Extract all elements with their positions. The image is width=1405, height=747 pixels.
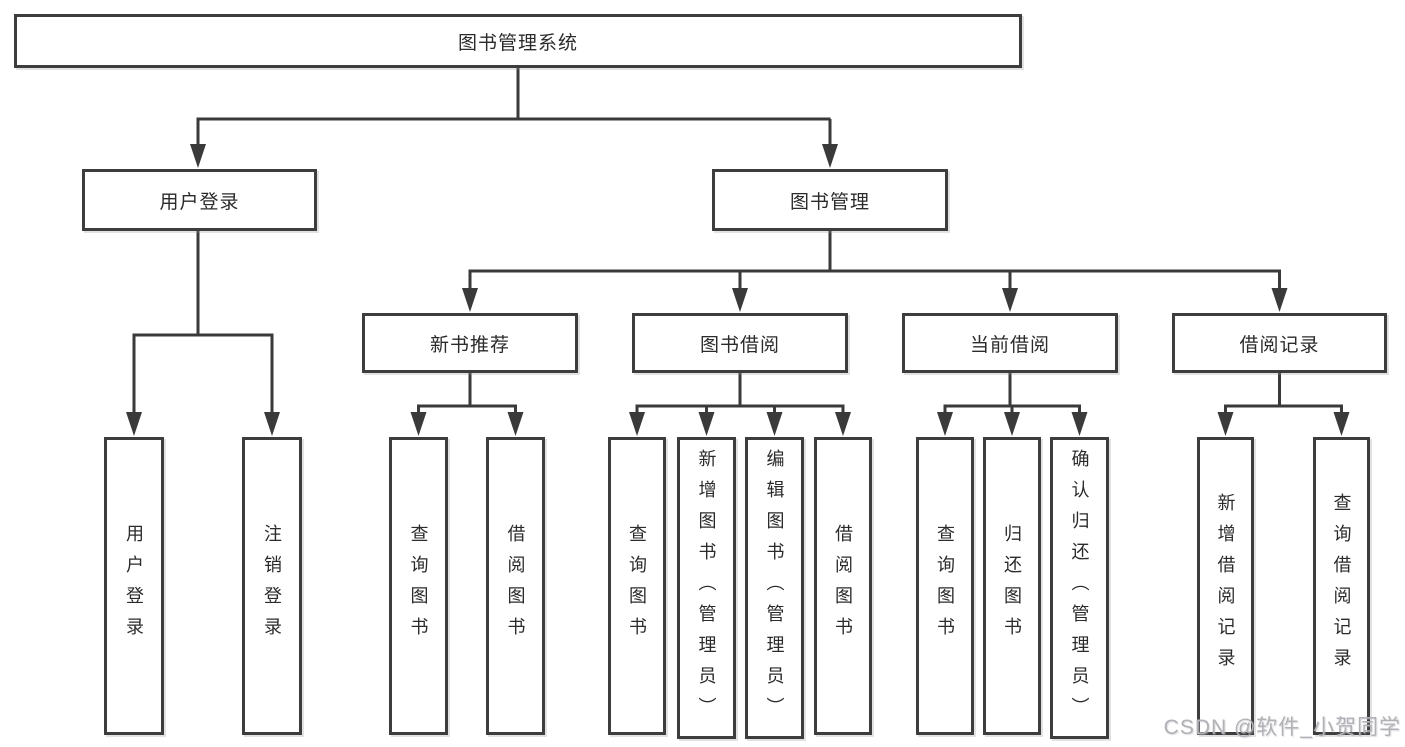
arrowhead: [264, 412, 280, 436]
arrowhead: [937, 412, 953, 436]
edge-record-to-leaves: [1224, 373, 1343, 418]
arrowhead: [629, 412, 645, 436]
node-book-management: 图书管理: [712, 169, 948, 231]
arrowhead: [732, 288, 748, 312]
arrowhead: [1333, 412, 1350, 436]
arrowhead: [126, 412, 142, 436]
arrowhead: [462, 288, 478, 312]
node-leaf-logout: 注销登录: [242, 437, 302, 735]
arrowhead: [1271, 288, 1288, 312]
arrowhead: [190, 144, 206, 168]
node-new-book-recommend: 新书推荐: [362, 313, 578, 373]
node-borrowing-records: 借阅记录: [1172, 313, 1387, 373]
node-root-system: 图书管理系统: [14, 14, 1022, 68]
node-leaf-return-books: 归还图书: [983, 437, 1041, 735]
arrowhead: [1217, 412, 1234, 436]
arrowhead: [822, 144, 838, 168]
arrowhead: [1071, 412, 1088, 436]
node-leaf-query-books-1: 查询图书: [389, 437, 448, 735]
arrowhead: [1004, 412, 1020, 436]
edge-bookmgmt-to-level3: [468, 231, 1281, 294]
edge-root-to-level2: [196, 68, 832, 150]
node-leaf-query-books-3: 查询图书: [916, 437, 974, 735]
arrowhead: [1002, 288, 1018, 312]
node-current-borrowing: 当前借阅: [902, 313, 1118, 373]
node-book-borrowing: 图书借阅: [632, 313, 848, 373]
node-leaf-query-books-2: 查询图书: [608, 437, 666, 735]
edge-newbook-to-leaves: [417, 373, 517, 418]
node-leaf-add-books-admin: 新增图书（管理员）: [677, 437, 736, 739]
node-leaf-edit-books-admin: 编辑图书（管理员）: [745, 437, 804, 739]
node-leaf-query-borrow-record: 查询借阅记录: [1313, 437, 1370, 735]
node-leaf-borrow-books-2: 借阅图书: [814, 437, 872, 735]
edge-currentborrow-to-leaves: [943, 373, 1081, 418]
arrowhead: [835, 412, 851, 436]
node-leaf-borrow-books-1: 借阅图书: [486, 437, 545, 735]
arrowhead: [766, 412, 783, 436]
node-leaf-confirm-return-admin: 确认归还（管理员）: [1050, 437, 1109, 739]
node-leaf-add-borrow-record: 新增借阅记录: [1197, 437, 1254, 735]
node-user-login: 用户登录: [82, 169, 317, 231]
edge-userlogin-to-leaves: [132, 231, 274, 418]
arrowhead: [410, 412, 427, 436]
node-leaf-user-login: 用户登录: [104, 437, 164, 735]
csdn-watermark: CSDN @软件_小贺同学: [1163, 716, 1401, 739]
edge-borrowmgmt-to-leaves: [635, 373, 845, 418]
arrowhead: [507, 412, 524, 436]
arrowhead: [698, 412, 715, 436]
